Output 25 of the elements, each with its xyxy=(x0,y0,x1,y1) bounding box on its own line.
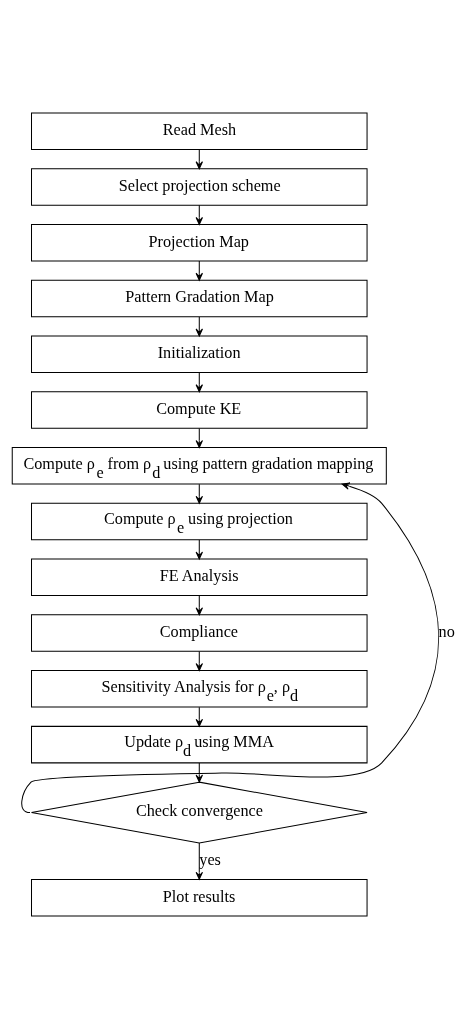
arrow xyxy=(21,482,440,813)
edge-label: no xyxy=(438,622,455,641)
arrow xyxy=(195,761,203,783)
arrow xyxy=(195,315,203,337)
node-box: Initialization xyxy=(31,335,368,373)
node-box: Pattern Gradation Map xyxy=(31,279,368,317)
arrow xyxy=(195,260,203,281)
arrow xyxy=(195,371,203,392)
arrow xyxy=(195,842,203,880)
node-diamond: Check convergence xyxy=(31,781,368,843)
arrow xyxy=(195,650,203,671)
arrow xyxy=(195,706,203,727)
node-box: Plot results xyxy=(31,878,368,916)
arrow xyxy=(195,148,203,169)
arrow xyxy=(195,204,203,225)
arrow xyxy=(195,483,203,504)
arrow xyxy=(195,538,203,560)
node-box: FE Analysis xyxy=(31,558,368,596)
node-box: Projection Map xyxy=(31,223,368,262)
node-box: Read Mesh xyxy=(31,112,368,150)
node-box: Compliance xyxy=(31,613,368,652)
arrow xyxy=(195,427,203,448)
node-box: Select projection scheme xyxy=(31,167,368,206)
node-box: Compute KE xyxy=(31,390,368,429)
arrow xyxy=(195,594,203,615)
